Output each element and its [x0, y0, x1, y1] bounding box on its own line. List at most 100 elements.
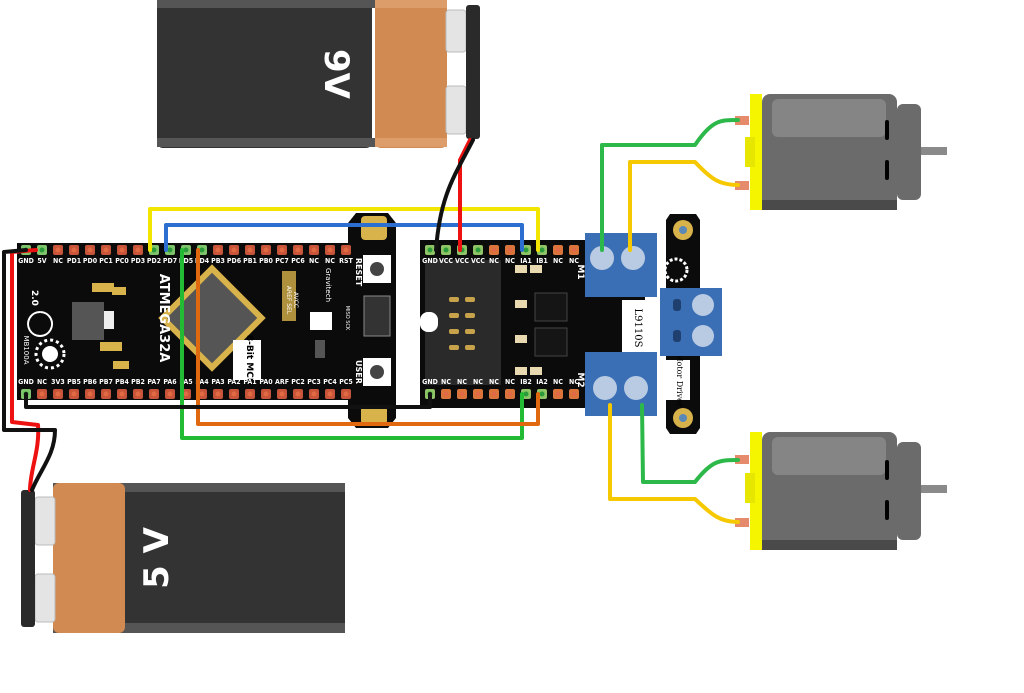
wire-m1-yellow[interactable]	[628, 160, 740, 252]
m2-terminal-block[interactable]	[585, 352, 657, 416]
pin-label: PA3	[211, 378, 224, 386]
pin-hole	[167, 247, 173, 253]
pin-hole	[55, 391, 61, 397]
power-terminal-block[interactable]	[660, 288, 722, 356]
pin-label: NC	[489, 257, 499, 265]
pin-hole	[343, 247, 349, 253]
m2-label: M2	[575, 372, 585, 387]
pin-hole	[507, 391, 513, 397]
wire-5v-positive[interactable]	[10, 248, 41, 492]
pin-hole	[87, 247, 93, 253]
pin-hole	[279, 247, 285, 253]
screw-icon	[692, 294, 714, 316]
battery-5v-label: 5 V	[137, 526, 177, 588]
isp-header[interactable]	[363, 295, 391, 337]
isp-label: MISO SCK	[344, 306, 350, 331]
capacitor	[113, 361, 129, 369]
wire-m1-green[interactable]	[600, 118, 740, 252]
m1-label: M1	[575, 264, 585, 279]
reset-button[interactable]	[363, 255, 391, 283]
user-button-cap	[370, 365, 384, 379]
pin-label: PA0	[259, 378, 273, 386]
voltage-regulator	[72, 302, 104, 340]
mount-hole-top-center	[679, 226, 687, 234]
pin-hole	[311, 247, 317, 253]
m1-terminal-block[interactable]	[585, 233, 657, 297]
pin-label: PC2	[291, 378, 305, 386]
wire-port	[673, 299, 681, 311]
mount-pad-bottom	[361, 405, 387, 425]
pin-label: NC	[473, 378, 483, 386]
pin-label: VCC	[471, 257, 485, 265]
pin-hole	[231, 391, 237, 397]
pin-label: PC7	[275, 257, 289, 265]
resistor	[530, 367, 542, 375]
battery-9v[interactable]: 9V	[157, 0, 480, 148]
mount-pad-top	[361, 216, 387, 240]
pin-label: PD4	[195, 257, 210, 265]
wire-pd2-ib1[interactable]	[148, 207, 540, 252]
motor-2-endcap	[750, 432, 762, 550]
pin-hole	[343, 391, 349, 397]
wire-m2-yellow[interactable]	[608, 403, 740, 524]
pin-label: PA6	[163, 378, 177, 386]
wire-gnd-gnd[interactable]	[24, 392, 432, 409]
motor-1[interactable]	[735, 94, 947, 210]
chip-label-box	[622, 300, 648, 355]
pin-label: NC	[441, 378, 451, 386]
pin-label: GND	[18, 378, 34, 386]
battery-5v-terminal-neg	[34, 573, 56, 623]
user-button[interactable]	[363, 358, 391, 386]
wire-pd7-ia1[interactable]	[164, 223, 524, 252]
wire-m2-green[interactable]	[640, 403, 740, 484]
pin-label: PC0	[115, 257, 129, 265]
pin-label: IA1	[520, 257, 532, 265]
wire-pd4-ia2[interactable]	[196, 248, 540, 426]
wire-5v-negative[interactable]	[2, 248, 57, 492]
pin-hole	[295, 247, 301, 253]
wire-pd5-ib2[interactable]	[180, 248, 524, 440]
motor-2-endbell	[897, 442, 921, 540]
motor-2[interactable]	[735, 432, 947, 550]
pin-hole	[555, 247, 561, 253]
pin-hole	[119, 247, 125, 253]
motor-1-endcap	[750, 94, 762, 210]
pin-label: PC5	[339, 378, 353, 386]
pin-hole	[327, 391, 333, 397]
pin-hole	[39, 247, 45, 253]
pin-hole	[327, 247, 333, 253]
pin-hole	[103, 391, 109, 397]
pin-label: PB3	[211, 257, 225, 265]
resistor	[515, 300, 527, 308]
transistor	[315, 340, 325, 358]
battery-5v[interactable]: 5 V	[21, 483, 345, 633]
pin-hole	[539, 391, 545, 397]
wire-9v-positive[interactable]	[458, 138, 472, 252]
pin-hole	[167, 391, 173, 397]
regulator-tab	[104, 311, 114, 329]
pin-hole	[263, 391, 269, 397]
wire-9v-negative[interactable]	[434, 138, 475, 252]
motor-2-slot	[885, 460, 889, 480]
driver-board[interactable]: L9110S M1 M2 Motor Driver	[420, 214, 722, 434]
pin-label: PA1	[243, 378, 256, 386]
pin-label: NC	[37, 378, 47, 386]
pin-label: PD1	[67, 257, 81, 265]
reset-button-cap	[370, 262, 384, 276]
pin-label: PB4	[115, 378, 129, 386]
pin-hole	[231, 247, 237, 253]
battery-9v-cap	[375, 0, 447, 148]
motor-2-bushing	[745, 473, 755, 503]
pin-label: NC	[505, 257, 515, 265]
pin-label: PA4	[195, 378, 209, 386]
pin-hole	[571, 247, 577, 253]
mcu-board[interactable]: ATMEGA32A 8-Bit MCU 2.0 MB100A Gravitech…	[17, 213, 396, 428]
pin-hole	[87, 391, 93, 397]
pin-label: GND	[18, 257, 34, 265]
pin-label: PD0	[83, 257, 98, 265]
logo-icon-center	[42, 346, 58, 362]
pin-hole	[571, 391, 577, 397]
pin-hole	[443, 247, 449, 253]
